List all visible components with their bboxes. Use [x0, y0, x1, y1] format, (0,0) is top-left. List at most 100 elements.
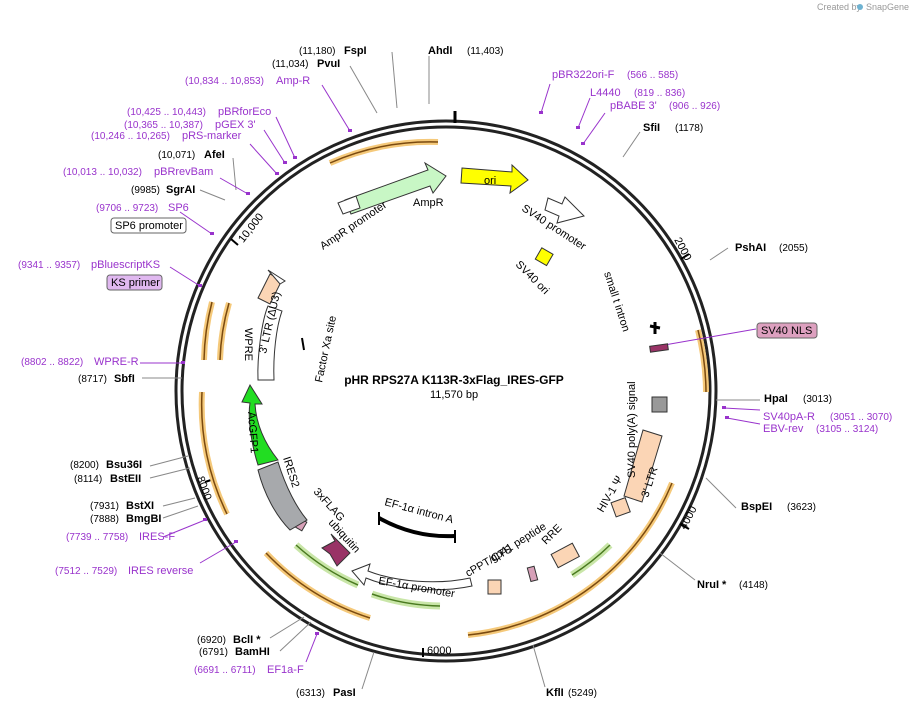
- ori-label: ori: [484, 175, 496, 187]
- plasmid-length: 11,570 bp: [430, 389, 478, 401]
- boxed-labels: SP6 promoter KS primer SV40 NLS: [106, 217, 818, 339]
- sp6-promoter-boxed-label: SP6 promoter: [115, 220, 183, 232]
- enzyme-bstxi-pos: (7931): [90, 501, 119, 512]
- primer-iresrev-name: IRES reverse: [128, 565, 193, 577]
- primer-l4440-name: L4440: [590, 87, 621, 99]
- enzyme-pvui-pos: (11,034): [272, 59, 309, 70]
- enzyme-phsai-pos: (2055): [779, 243, 808, 254]
- primer-iresf-name: IRES-F: [139, 531, 175, 543]
- primer-pbr322orif-name: pBR322ori-F: [552, 69, 615, 81]
- ks-primer-boxed-label: KS primer: [111, 277, 160, 289]
- acgfp1-label: AcGFP1: [245, 411, 260, 453]
- enzyme-sgrai-name: SgrAI: [166, 184, 195, 196]
- primer-sv40par-pos: (3051 .. 3070): [830, 412, 892, 423]
- enzyme-pvui-name: PvuI: [317, 58, 340, 70]
- enzyme-fspi-pos: (11,180): [299, 46, 336, 57]
- enzyme-phsai-name: PshAI: [735, 242, 766, 254]
- enzyme-sfii-pos: (1178): [675, 123, 703, 134]
- primer-iresrev-pos: (7512 .. 7529): [55, 566, 117, 577]
- enzyme-afei-name: AfeI: [204, 149, 225, 161]
- enzyme-sfii-name: SfiI: [643, 122, 660, 134]
- tick-6000: 6000: [427, 645, 451, 657]
- wpre-label: WPRE: [242, 328, 254, 361]
- sv40-nls-boxed-label: SV40 NLS: [761, 325, 812, 337]
- primer-sp6-name: SP6: [168, 202, 189, 214]
- primer-sp6-pos: (9706 .. 9723): [96, 203, 158, 214]
- primer-prsmarker-pos: (10,246 .. 10,265): [91, 131, 170, 142]
- ef1a-intron-label: EF-1α intron A: [383, 496, 455, 526]
- enzyme-nrui-pos: (4148): [739, 580, 768, 591]
- primer-pgex3-pos: (10,365 .. 10,387): [124, 120, 203, 131]
- primer-lines: [140, 83, 761, 663]
- primer-ebvrev-pos: (3105 .. 3124): [816, 424, 878, 435]
- enzyme-bstxi-name: BstXI: [126, 500, 154, 512]
- enzyme-cut-lines: [142, 51, 760, 690]
- enzyme-bspei-name: BspEI: [741, 501, 772, 513]
- enzyme-bcli-name: BclI *: [233, 634, 261, 646]
- backbone-inner-ring: [180, 125, 712, 657]
- enzyme-sbfi-pos: (8717): [78, 374, 107, 385]
- enzyme-hpai-pos: (3013): [803, 394, 832, 405]
- backbone-outer-ring: [174, 119, 718, 663]
- primer-pbluescriptks-name: pBluescriptKS: [91, 259, 160, 271]
- enzyme-bsu36i-pos: (8200): [70, 460, 99, 471]
- enzyme-bspei-pos: (3623): [787, 502, 816, 513]
- enzyme-pasi-name: PasI: [333, 687, 356, 699]
- enzyme-ahdi-pos: (11,403): [467, 46, 504, 57]
- primer-ampr-pos: (10,834 .. 10,853): [185, 76, 264, 87]
- enzyme-fspi-name: FspI: [344, 45, 367, 57]
- cppt-label: cPPT/CTS: [464, 543, 515, 579]
- primer-pbabe3-pos: (906 .. 926): [669, 101, 720, 112]
- enzyme-sgrai-pos: (9985): [131, 185, 160, 196]
- enzyme-ahdi-name: AhdI: [428, 45, 452, 57]
- enzyme-pasi-pos: (6313): [296, 688, 325, 699]
- snapgene-brand-text: SnapGene: [866, 2, 909, 12]
- ltr3-du3-label: 3' LTR (ΔU3): [257, 291, 283, 355]
- primer-sv40par-name: SV40pA-R: [763, 411, 815, 423]
- primer-iresf-pos: (7739 .. 7758): [66, 532, 128, 543]
- sv40-polya-label: SV40 poly(A) signal: [626, 381, 638, 478]
- primer-pbabe3-name: pBABE 3': [610, 100, 657, 112]
- primer-pgex3-name: pGEX 3': [215, 119, 256, 131]
- primer-pbr322orif-pos: (566 .. 585): [627, 70, 678, 81]
- ampr-label: AmpR: [413, 197, 444, 209]
- enzyme-nrui-name: NruI *: [697, 579, 727, 591]
- plasmid-name: pHR RPS27A K113R-3xFlag_IRES-GFP: [344, 373, 564, 387]
- inner-features: ori: [241, 161, 669, 595]
- primer-labels: (10,834 .. 10,853) Amp-R (10,425 .. 10,4…: [18, 69, 892, 676]
- primer-l4440-pos: (819 .. 836): [634, 88, 685, 99]
- primer-wprer-name: WPRE-R: [94, 356, 139, 368]
- primer-pbrrevbam-name: pBRrevBam: [154, 166, 213, 178]
- primer-pbrforeco-pos: (10,425 .. 10,443): [127, 107, 206, 118]
- enzyme-bcli-pos: (6920): [197, 635, 226, 646]
- enzyme-labels: (11,180) FspI (11,034) PvuI AhdI (11,403…: [70, 45, 832, 699]
- enzyme-bmgbi-name: BmgBI: [126, 513, 161, 525]
- enzyme-bamhi-pos: (6791): [199, 647, 228, 658]
- enzyme-bsteii-name: BstEII: [110, 473, 141, 485]
- enzyme-kfli-pos: (5249): [568, 688, 597, 699]
- enzyme-afei-pos: (10,071): [158, 150, 195, 161]
- primer-ampr-name: Amp-R: [276, 75, 310, 87]
- primer-pbrrevbam-pos: (10,013 .. 10,032): [63, 167, 142, 178]
- primer-pbluescriptks-pos: (9341 .. 9357): [18, 260, 80, 271]
- primer-wprer-pos: (8802 .. 8822): [21, 357, 83, 368]
- enzyme-bamhi-name: BamHI: [235, 646, 270, 658]
- primer-prsmarker-name: pRS-marker: [182, 130, 242, 142]
- orf-arcs: [198, 138, 709, 638]
- created-by-text: Created by: [817, 2, 862, 12]
- primer-ef1af-name: EF1a-F: [267, 664, 304, 676]
- enzyme-sbfi-name: SbfI: [114, 373, 135, 385]
- primer-pbrforeco-name: pBRforEco: [218, 106, 271, 118]
- primer-ef1af-pos: (6691 .. 6711): [194, 665, 256, 676]
- enzyme-bsu36i-name: Bsu36I: [106, 459, 142, 471]
- primer-marks: [181, 111, 729, 635]
- flag-label: 3xFLAG: [311, 486, 347, 524]
- enzyme-bmgbi-pos: (7888): [90, 514, 119, 525]
- snapgene-logo-icon: [857, 4, 863, 10]
- enzyme-kfli-name: KflI: [546, 687, 564, 699]
- primer-ebvrev-name: EBV-rev: [763, 423, 804, 435]
- enzyme-bsteii-pos: (8114): [74, 474, 102, 485]
- factor-xa-label: Factor Xa site: [313, 315, 339, 384]
- enzyme-hpai-name: HpaI: [764, 393, 788, 405]
